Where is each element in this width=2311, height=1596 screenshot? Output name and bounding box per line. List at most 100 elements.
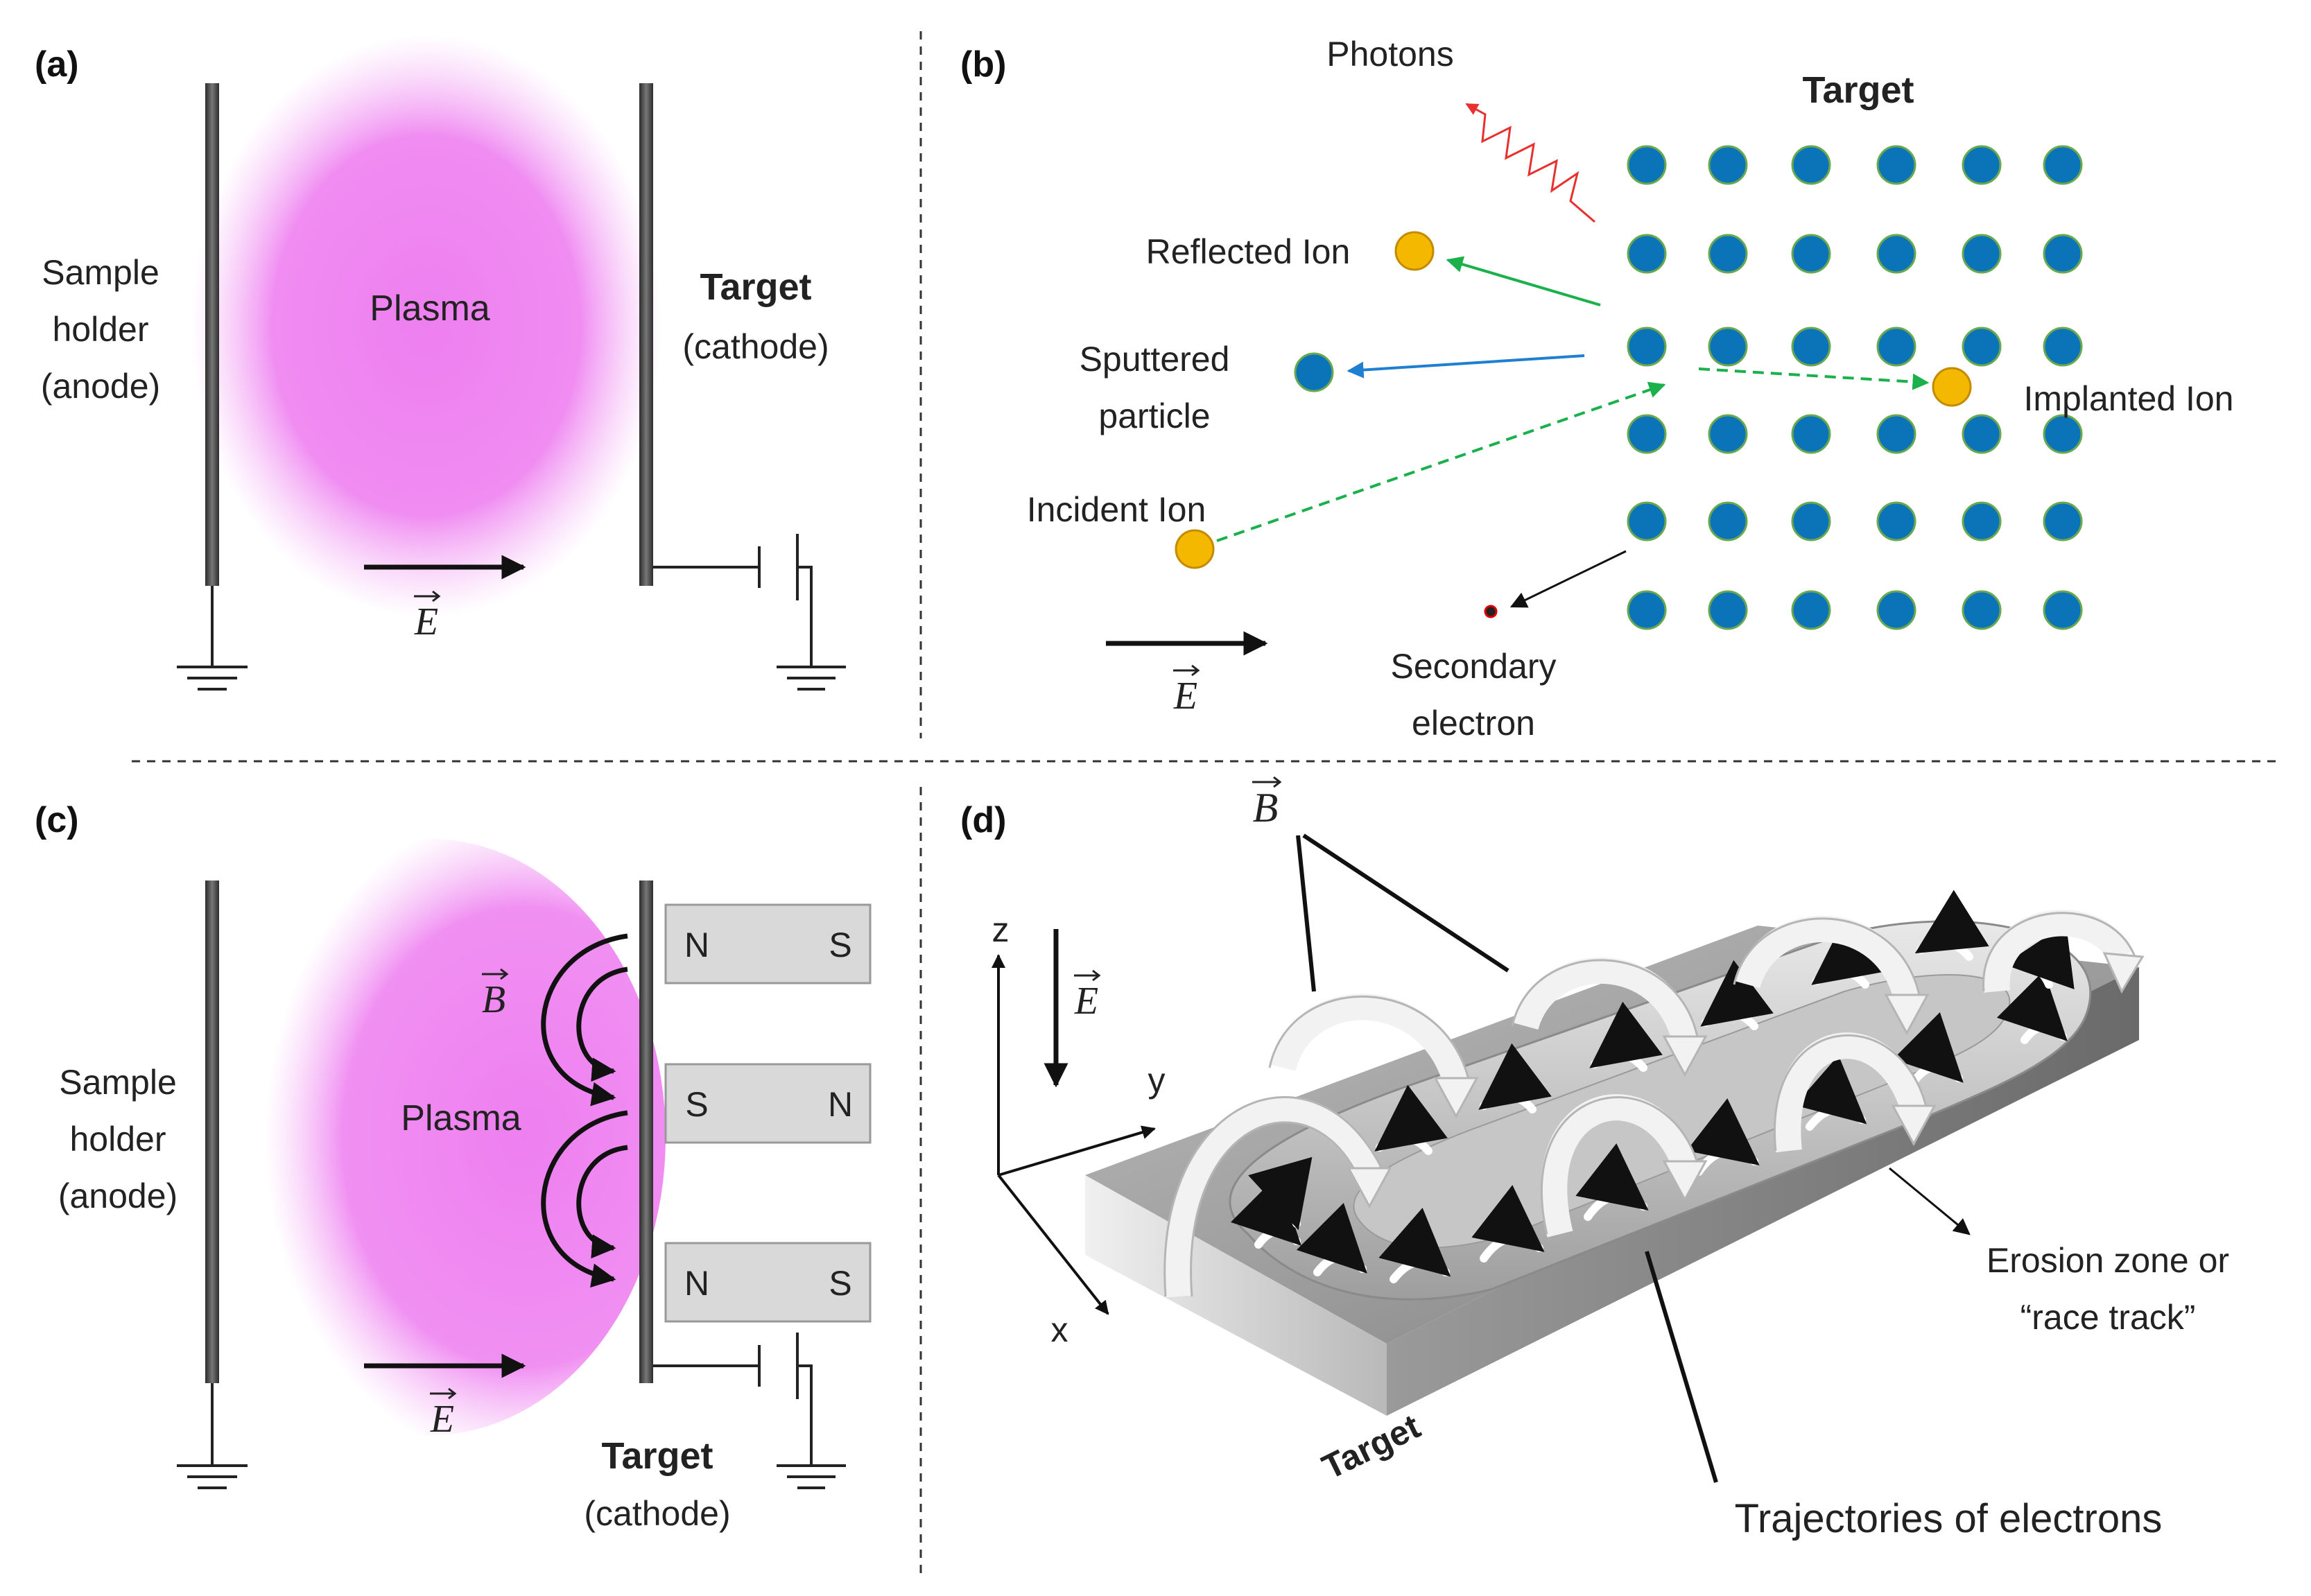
svg-text:E: E — [1173, 675, 1197, 718]
b-field-arches — [1164, 910, 2133, 1298]
atom — [1962, 414, 2002, 454]
target-label-d: Target — [1316, 1407, 1426, 1487]
b-arch — [1512, 957, 1698, 1043]
implanted-ion-label: Implanted Ion — [2024, 379, 2234, 418]
axis-y-label: y — [1148, 1061, 1166, 1100]
trajectory-hop — [1248, 1156, 1313, 1231]
sputtered-arrow — [1347, 354, 1585, 379]
atom — [1791, 145, 1831, 185]
atom — [1962, 590, 2002, 630]
trajectory-hop — [1914, 890, 1989, 961]
atom — [1627, 414, 1667, 454]
cathode-label-c: (cathode) — [584, 1494, 730, 1533]
panel-b-label: (b) — [960, 44, 1006, 85]
magnet-3: N S — [664, 1242, 872, 1323]
atom — [1791, 414, 1831, 454]
svg-text:E: E — [430, 1398, 454, 1441]
magnet-3-left: N — [684, 1264, 709, 1303]
ground-symbol-anode-c — [177, 1383, 248, 1489]
svg-text:E: E — [1074, 980, 1098, 1023]
sputtered-particle — [1294, 352, 1334, 392]
svg-text:E: E — [414, 600, 438, 643]
b-field-label-c: B — [482, 968, 509, 1021]
photons-label: Photons — [1326, 35, 1453, 73]
anode-rod-c — [205, 881, 219, 1383]
b-arch — [1541, 1094, 1697, 1238]
magnet-3-right: S — [829, 1264, 851, 1303]
atom — [1962, 145, 2002, 185]
bias-source-c — [653, 1333, 846, 1489]
atom — [1708, 327, 1748, 367]
trajectories-pointer — [1645, 1251, 1718, 1483]
cathode-rod-c — [639, 881, 653, 1383]
atom — [1708, 414, 1748, 454]
plasma-label-c: Plasma — [401, 1098, 521, 1138]
erosion-label-2: “race track” — [2020, 1298, 2196, 1337]
photon-wave — [1465, 103, 1595, 223]
incident-ion-path — [1216, 381, 1666, 542]
secondary-electron — [1484, 605, 1498, 618]
atom — [1962, 501, 2002, 541]
axis-z-label: z — [992, 910, 1010, 949]
erosion-label-1: Erosion zone or — [1987, 1241, 2229, 1280]
magnetic-field-lines-c — [541, 933, 628, 1288]
incident-ion — [1175, 529, 1215, 569]
holder-line-2-c: holder — [70, 1120, 166, 1159]
atom — [1876, 590, 1916, 630]
slab-front — [1085, 1175, 1387, 1416]
panel-b: (b) Photons Target — [960, 35, 2233, 743]
svg-text:B: B — [482, 978, 505, 1021]
reflected-ion-label: Reflected Ion — [1146, 232, 1351, 271]
secondary-electron-arrow — [1509, 550, 1627, 608]
panel-c: (c) Sample holder (anode) Plasma B N S S — [35, 800, 872, 1533]
trajectory-hop — [1996, 970, 2068, 1044]
atom — [1708, 501, 1748, 541]
reflected-ion-arrow — [1446, 256, 1601, 306]
target-label-a: Target — [700, 266, 811, 308]
b-arch — [1270, 994, 1469, 1086]
atom — [1791, 327, 1831, 367]
atom — [1791, 501, 1831, 541]
bias-source-a — [653, 534, 846, 691]
sputtered-label-2: particle — [1098, 397, 1210, 435]
incident-ion-label: Incident Ion — [1027, 490, 1206, 529]
magnet-1-right: S — [829, 926, 851, 964]
holder-line-1-c: Sample — [59, 1063, 177, 1102]
panel-d: (d) B z y x E — [960, 776, 2229, 1541]
trajectory-hop — [1374, 1084, 1448, 1155]
b-pointer-1 — [1296, 835, 1316, 992]
e-field-label-c: E — [430, 1387, 457, 1441]
atom — [2043, 501, 2083, 541]
e-field-label-d: E — [1074, 969, 1101, 1023]
atom — [1708, 590, 1748, 630]
svg-text:B: B — [1253, 785, 1279, 831]
magnet-2-left: S — [685, 1085, 708, 1124]
trajectory-hop — [1794, 1055, 1867, 1131]
plasma-glow-a — [191, 35, 662, 617]
magnet-1: N S — [664, 903, 872, 985]
electron-trajectories — [1230, 890, 2075, 1283]
e-field-label-a: E — [414, 590, 441, 643]
b-field-arches-outline — [1163, 912, 2136, 1297]
atom — [1876, 234, 1916, 274]
atom — [2043, 590, 2083, 630]
panel-a-label: (a) — [35, 44, 79, 85]
ground-symbol-anode-a — [177, 586, 248, 691]
secondary-label-2: electron — [1412, 704, 1535, 743]
b-arch — [1983, 910, 2133, 993]
reflected-ion — [1394, 231, 1435, 271]
implanted-ion — [1932, 367, 1972, 407]
erosion-pointer — [1889, 1167, 1971, 1235]
atom — [2043, 234, 2083, 274]
atom — [1791, 234, 1831, 274]
b-pointer-2 — [1302, 833, 1509, 973]
atom — [1708, 145, 1748, 185]
trajectory-hop — [1575, 1143, 1649, 1221]
secondary-label-1: Secondary — [1390, 647, 1556, 686]
coordinate-axes — [992, 954, 1156, 1315]
atom — [1627, 234, 1667, 274]
implanted-ion-path — [1698, 367, 1930, 390]
panel-d-label: (d) — [960, 800, 1006, 840]
sputtered-label-1: Sputtered — [1080, 340, 1230, 379]
